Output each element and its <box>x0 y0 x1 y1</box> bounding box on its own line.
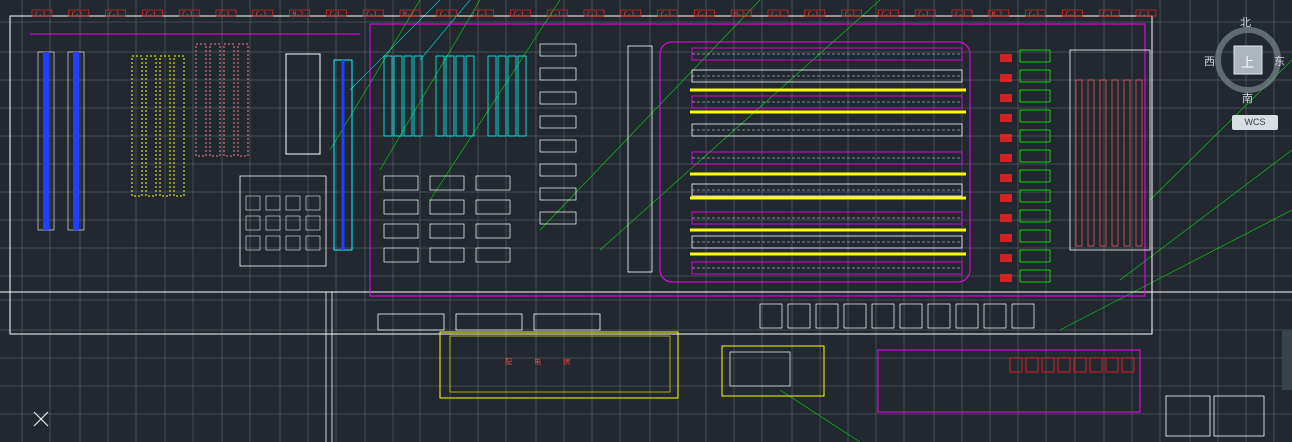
wcs-menu-button[interactable]: WCS <box>1232 115 1278 130</box>
column-tag-label: C-1 <box>918 11 929 18</box>
column-tag-box <box>1098 9 1120 17</box>
column-tag-label: C-1 <box>219 11 230 18</box>
column-tag-box <box>326 9 347 17</box>
column-tag-box <box>1135 9 1157 17</box>
column-tag-label: C-1 <box>366 11 377 18</box>
column-tag-label: M-2 <box>403 11 414 18</box>
column-tag-box <box>951 9 973 17</box>
column-tag-box <box>31 9 53 17</box>
column-tag-box <box>988 9 1010 17</box>
column-tag-box <box>914 9 936 17</box>
viewcube-north[interactable]: 北 <box>1240 16 1251 29</box>
column-tag-label: C-1 <box>513 11 524 18</box>
column-tag-label: C-1 <box>808 11 819 18</box>
column-tag-box <box>252 9 274 17</box>
column-tag-label: C-1 <box>329 11 340 18</box>
column-tag-label: C-1 <box>587 11 598 18</box>
column-tag-box <box>878 9 899 17</box>
column-tag-box <box>473 9 494 17</box>
column-tag-box <box>804 9 826 17</box>
equipment-layout <box>37 41 1151 387</box>
column-tag-label: C-1 <box>881 11 892 18</box>
column-tag-label: C-1 <box>697 11 708 18</box>
column-tag-box <box>767 9 789 17</box>
ucs-icon <box>33 411 49 427</box>
column-tag-label: C-1 <box>771 11 782 18</box>
column-tag-box <box>178 9 200 17</box>
column-tag-label: C-1 <box>1029 11 1040 18</box>
column-tag-box <box>1062 9 1083 17</box>
column-tag-box <box>105 9 126 17</box>
column-tags: C-1 C-1 C-1 C-1 C-1 C-1 C-1 M-2 C-1 C-1 M-2 C-1 C-1 C… <box>31 9 1157 18</box>
column-tag-label: C-1 <box>1102 11 1113 18</box>
column-tag-box <box>841 9 862 17</box>
column-tag-label: C-1 <box>109 11 120 18</box>
column-tag-label: C-1 <box>477 11 488 18</box>
column-tag-label: C-1 <box>182 11 193 18</box>
column-tag-box <box>730 9 752 17</box>
column-tag-box <box>68 9 90 17</box>
column-tag-label: C-1 <box>550 11 561 18</box>
room-label-group: 配 电 房 <box>505 357 580 366</box>
column-tag-box <box>510 9 531 17</box>
column-tag-label: C-1 <box>624 11 635 18</box>
column-tag-label: C-1 <box>845 11 856 18</box>
column-tag-box <box>142 9 163 17</box>
column-tag-box <box>694 9 715 17</box>
column-tag-label: C-1 <box>145 11 156 18</box>
column-tag-label: M-2 <box>992 11 1003 18</box>
building-outline <box>0 15 1292 442</box>
viewcube-ring-icon <box>1215 27 1281 93</box>
viewcube-east[interactable]: 东 <box>1274 55 1285 68</box>
column-tag-box <box>583 9 605 17</box>
navigation-bar[interactable] <box>1282 330 1292 390</box>
column-tag-label: C-1 <box>256 11 267 18</box>
viewcube-south[interactable]: 南 <box>1242 92 1253 105</box>
column-tag-box <box>215 9 237 17</box>
column-tag-box <box>362 9 384 17</box>
column-tag-box <box>657 9 678 17</box>
column-tag-label: C-1 <box>955 11 966 18</box>
viewcube[interactable]: 北 南 西 东 上 <box>1204 12 1285 152</box>
column-tag-label: C-1 <box>440 11 451 18</box>
column-tag-box <box>546 9 568 17</box>
column-tag-label: C-1 <box>35 11 46 18</box>
column-tag-label: M-2 <box>293 11 304 18</box>
room-label: 配 电 房 <box>505 357 580 366</box>
column-tag-label: C-1 <box>1139 11 1150 18</box>
column-tag-label: C-1 <box>1065 11 1076 18</box>
column-tag-box <box>289 9 310 17</box>
column-tag-box <box>399 9 421 17</box>
column-tag-label: M-2 <box>734 11 745 18</box>
column-tag-label: C-1 <box>72 11 83 18</box>
column-tag-box <box>1025 9 1046 17</box>
viewcube-top-face[interactable]: 上 <box>1241 56 1255 71</box>
viewcube-west[interactable]: 西 <box>1204 55 1215 68</box>
column-tag-box <box>436 9 458 17</box>
column-tag-label: C-1 <box>661 11 672 18</box>
column-tag-box <box>620 9 642 17</box>
